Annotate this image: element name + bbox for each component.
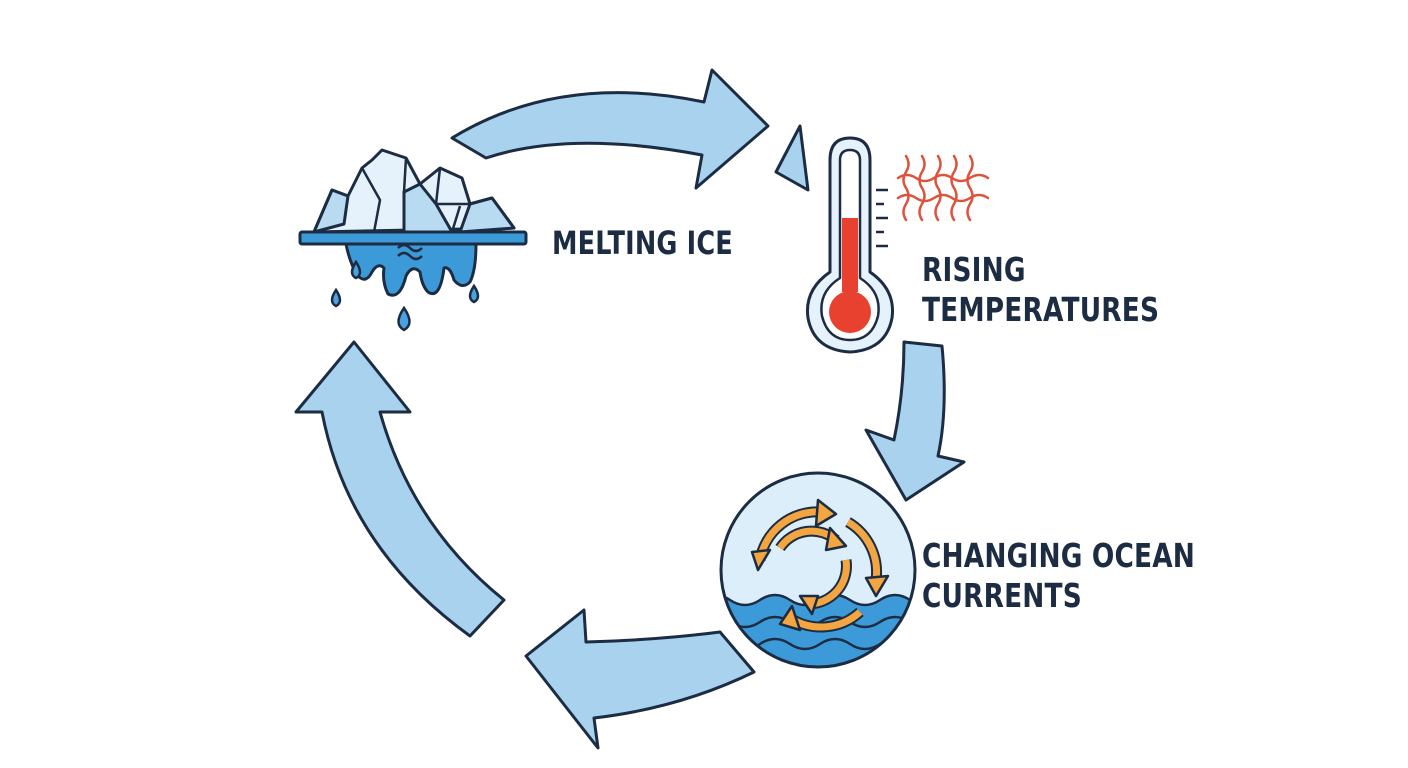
cycle-arrow-left bbox=[294, 340, 506, 638]
currents-line2: CURRENTS bbox=[922, 576, 1082, 616]
cycle-arrow-top bbox=[450, 68, 770, 190]
thermometer-scale bbox=[876, 188, 888, 248]
thermometer-icon bbox=[805, 136, 895, 354]
label-melting-ice: MELTING ICE bbox=[552, 224, 733, 263]
label-changing-currents: CHANGING OCEAN CURRENTS bbox=[922, 536, 1195, 617]
melting-ice-text: MELTING ICE bbox=[552, 224, 733, 262]
ocean-currents-icon bbox=[719, 471, 917, 669]
rising-line2: TEMPERATURES bbox=[922, 290, 1160, 330]
cycle-arrow-bottom bbox=[524, 608, 756, 750]
label-rising-temperatures: RISING TEMPERATURES bbox=[922, 250, 1159, 331]
currents-line1: CHANGING OCEAN bbox=[922, 536, 1196, 575]
water-drops bbox=[330, 259, 480, 332]
rising-line1: RISING bbox=[922, 250, 1026, 289]
cycle-arrow-right bbox=[864, 340, 966, 502]
heat-waves-icon bbox=[896, 154, 990, 222]
iceberg-icon bbox=[298, 148, 528, 297]
arrow-chip bbox=[774, 124, 810, 192]
